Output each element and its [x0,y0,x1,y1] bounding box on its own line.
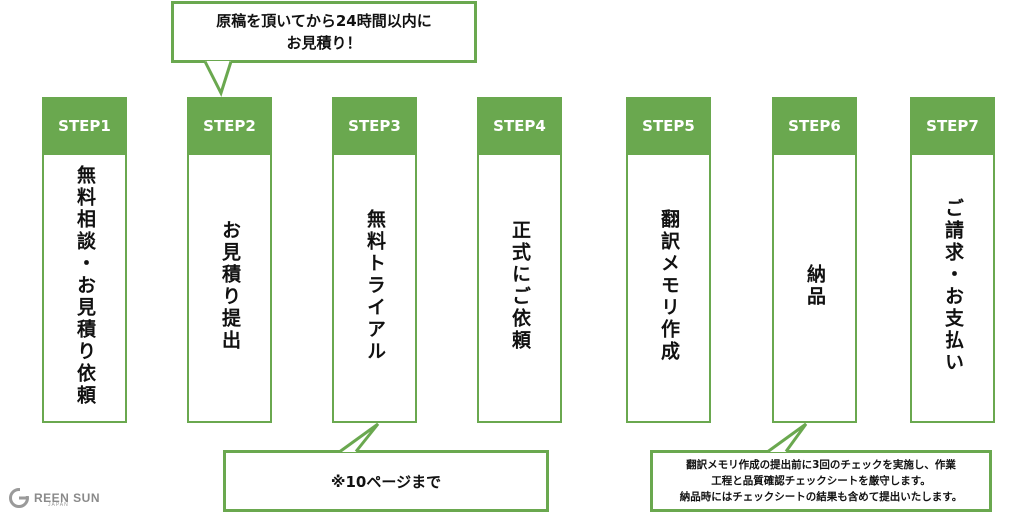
delivery-callout-tail [767,422,808,453]
estimate-callout: 原稿を頂いてから24時間以内に お見積り！ [171,1,477,63]
step-7-card: STEP7 ご請求・お支払い [910,97,995,423]
delivery-callout-line2: 工程と品質確認チェックシートを厳守します。 [711,475,931,487]
step-3-label: STEP3 [332,97,417,155]
step-3-card: STEP3 無料トライアル [332,97,417,423]
step-7-text: ご請求・お支払い [942,198,964,374]
step-5-label: STEP5 [626,97,711,155]
logo-name: REEN SUN [34,491,101,505]
step-4-card: STEP4 正式にご依頼 [477,97,562,423]
green-sun-logo-icon [9,487,30,508]
green-sun-logo: REEN SUN JAPAN [8,487,100,509]
logo-sub: JAPAN [48,502,69,508]
trial-callout: ※10ページまで [223,450,549,512]
delivery-callout-line3: 納品時にはチェックシートの結果も含めて提出いたします。 [679,491,963,503]
trial-callout-tail [339,422,380,453]
step-1-label: STEP1 [42,97,127,155]
estimate-callout-line2: お見積り！ [286,34,362,52]
step-2-card: STEP2 お見積り提出 [187,97,272,423]
step-4-label: STEP4 [477,97,562,155]
step-2-label: STEP2 [187,97,272,155]
delivery-callout-line1: 翻訳メモリ作成の提出前に3回のチェックを実施し、作業 [686,459,956,471]
step-5-card: STEP5 翻訳メモリ作成 [626,97,711,423]
step-6-label: STEP6 [772,97,857,155]
step-2-text: お見積り提出 [219,220,241,352]
step-1-text: 無料相談・お見積り依頼 [74,165,96,407]
delivery-callout: 翻訳メモリ作成の提出前に3回のチェックを実施し、作業 工程と品質確認チェックシー… [650,450,992,512]
step-1-card: STEP1 無料相談・お見積り依頼 [42,97,127,423]
estimate-callout-tail [203,60,233,97]
step-6-card: STEP6 納品 [772,97,857,423]
step-3-text: 無料トライアル [364,209,386,363]
step-6-text: 納品 [804,264,826,308]
step-5-text: 翻訳メモリ作成 [658,209,680,363]
estimate-callout-line1: 原稿を頂いてから24時間以内に [216,12,432,30]
step-7-label: STEP7 [910,97,995,155]
trial-callout-text: ※10ページまで [330,472,442,491]
step-4-text: 正式にご依頼 [509,220,531,352]
